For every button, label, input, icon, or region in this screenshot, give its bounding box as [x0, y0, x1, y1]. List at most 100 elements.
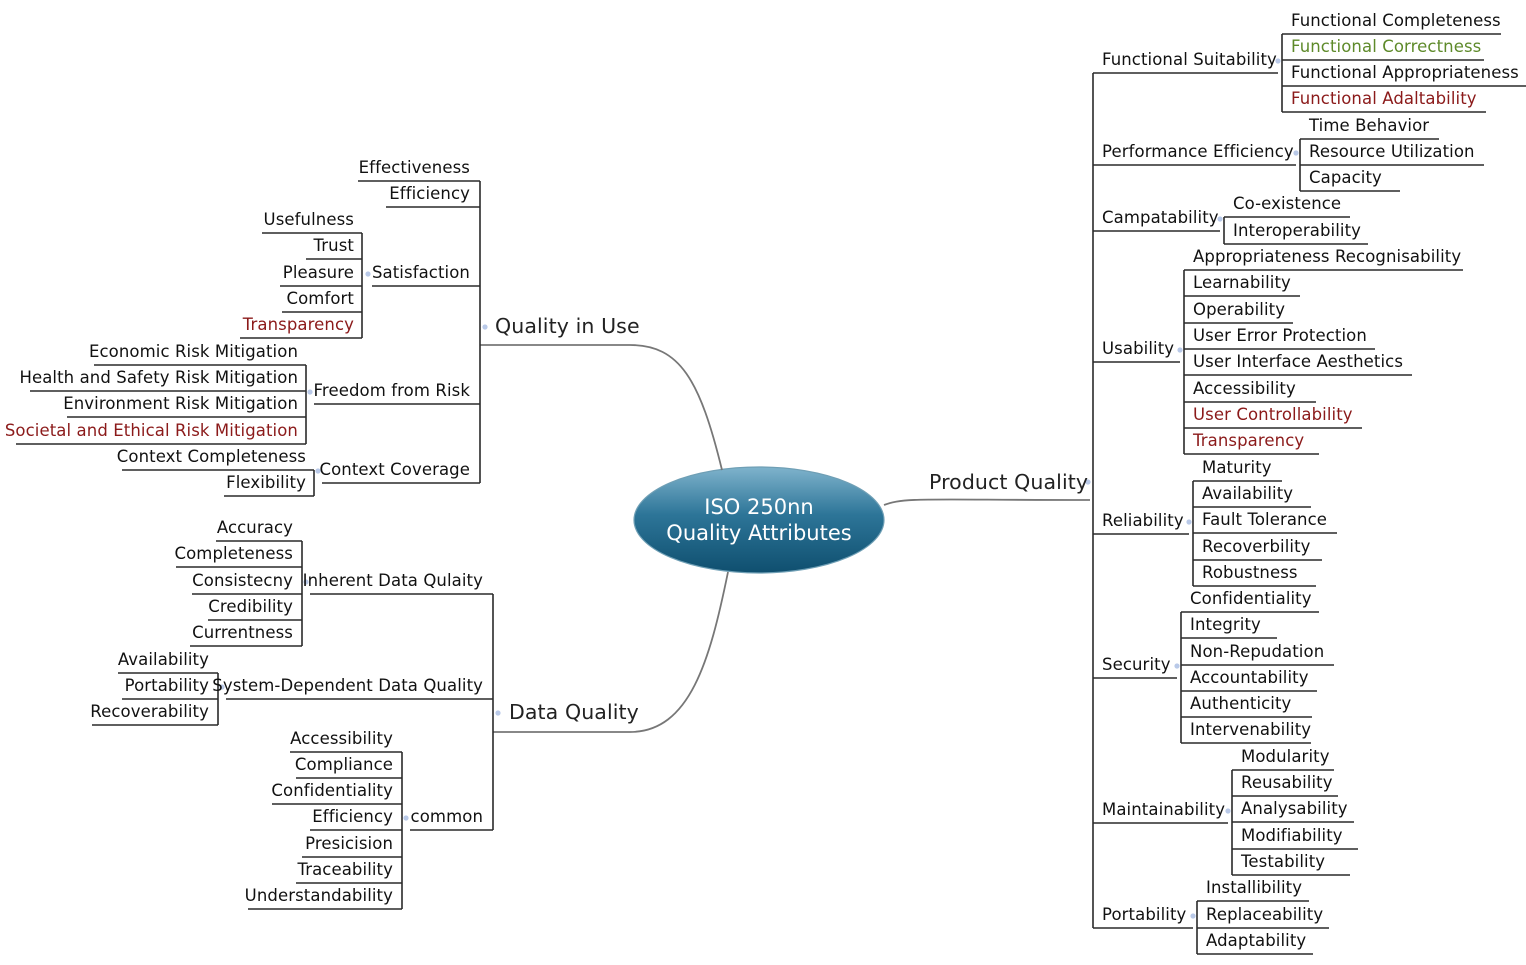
group-context-coverage[interactable]: Context Coverage: [319, 460, 470, 479]
item-environment-risk-mitigation[interactable]: Environment Risk Mitigation: [63, 394, 298, 413]
item-co-existence[interactable]: Co-existence: [1233, 194, 1342, 213]
item-maturity[interactable]: Maturity: [1202, 458, 1272, 477]
item-resource-utilization[interactable]: Resource Utilization: [1309, 142, 1475, 161]
item-health-and-safety-risk-mitigation[interactable]: Health and Safety Risk Mitigation: [19, 368, 298, 387]
item-learnability[interactable]: Learnability: [1193, 273, 1291, 292]
item-accountability[interactable]: Accountability: [1190, 668, 1309, 687]
item-user-controllability[interactable]: User Controllability: [1193, 405, 1353, 424]
curve-quality-in-use: [480, 344, 723, 471]
item-functional-completeness[interactable]: Functional Completeness: [1291, 11, 1501, 30]
item-transparency[interactable]: Transparency: [1193, 431, 1305, 450]
item-analysability[interactable]: Analysability: [1241, 799, 1348, 818]
group-security[interactable]: Security: [1102, 655, 1171, 674]
group-satisfaction[interactable]: Satisfaction: [371, 263, 470, 282]
junction-dot: [482, 324, 488, 330]
item-functional-adaltability[interactable]: Functional Adaltability: [1291, 89, 1477, 108]
group-reliability[interactable]: Reliability: [1102, 511, 1184, 530]
center-ellipse: [633, 466, 885, 574]
item-completeness[interactable]: Completeness: [174, 544, 293, 563]
group-performance-efficiency[interactable]: Performance Efficiency: [1102, 142, 1294, 161]
item-compliance[interactable]: Compliance: [294, 755, 393, 774]
item-availability[interactable]: Availability: [1202, 484, 1294, 503]
item-time-behavior[interactable]: Time Behavior: [1309, 116, 1430, 135]
item-pleasure[interactable]: Pleasure: [282, 263, 354, 282]
item-user-error-protection[interactable]: User Error Protection: [1193, 326, 1367, 345]
item-integrity[interactable]: Integrity: [1190, 615, 1261, 634]
group-freedom-from-risk[interactable]: Freedom from Risk: [313, 381, 470, 400]
item-understandability[interactable]: Understandability: [244, 886, 393, 905]
item-appropriateness-recognisability[interactable]: Appropriateness Recognisability: [1193, 247, 1462, 266]
item-replaceability[interactable]: Replaceability: [1206, 905, 1324, 924]
group-system-dependent-data-quality[interactable]: System-Dependent Data Quality: [212, 676, 483, 695]
junction-dot: [1225, 808, 1231, 814]
curve-data-quality: [493, 571, 729, 733]
item-flexibility[interactable]: Flexibility: [226, 473, 306, 492]
junction-dot: [1174, 663, 1180, 669]
group-portability[interactable]: Portability: [1102, 905, 1187, 924]
junction-dot: [315, 468, 321, 474]
item-transparency[interactable]: Transparency: [242, 315, 354, 334]
item-robustness[interactable]: Robustness: [1202, 563, 1298, 582]
item-confidentiality[interactable]: Confidentiality: [1190, 589, 1312, 608]
item-modifiability[interactable]: Modifiability: [1241, 826, 1343, 845]
item-efficiency[interactable]: Efficiency: [312, 807, 393, 826]
group-campatability[interactable]: Campatability: [1102, 208, 1219, 227]
item-economic-risk-mitigation[interactable]: Economic Risk Mitigation: [88, 342, 298, 361]
item-authenticity[interactable]: Authenticity: [1190, 694, 1292, 713]
junction-dot: [307, 389, 313, 395]
branch-product-quality[interactable]: Product Quality: [929, 470, 1089, 494]
item-recoverbility[interactable]: Recoverbility: [1202, 537, 1311, 556]
item-functional-correctness[interactable]: Functional Correctness: [1291, 37, 1482, 56]
item-comfort[interactable]: Comfort: [286, 289, 354, 308]
junction-dot: [1186, 519, 1192, 525]
item-consistecny[interactable]: Consistecny: [192, 571, 293, 590]
item-user-interface-aesthetics[interactable]: User Interface Aesthetics: [1193, 352, 1404, 371]
item-presicision[interactable]: Presicision: [305, 834, 393, 853]
item-fault-tolerance[interactable]: Fault Tolerance: [1202, 510, 1328, 529]
center-topic-line-2: Quality Attributes: [666, 521, 852, 545]
item-portability[interactable]: Portability: [124, 676, 209, 695]
item-accessibility[interactable]: Accessibility: [1193, 379, 1296, 398]
item-context-completeness[interactable]: Context Completeness: [116, 447, 306, 466]
junction-dot: [1293, 150, 1299, 156]
group-usability[interactable]: Usability: [1102, 339, 1175, 358]
junction-dot: [1275, 58, 1281, 64]
item-non-repudation[interactable]: Non-Repudation: [1190, 642, 1325, 661]
group-maintainability[interactable]: Maintainability: [1102, 800, 1226, 819]
item-interoperability[interactable]: Interoperability: [1233, 221, 1362, 240]
junction-dot: [495, 710, 501, 716]
item-availability[interactable]: Availability: [117, 650, 209, 669]
item-trust[interactable]: Trust: [313, 236, 354, 255]
item-traceability[interactable]: Traceability: [297, 860, 393, 879]
item-intervenability[interactable]: Intervenability: [1190, 720, 1312, 739]
item-operability[interactable]: Operability: [1193, 300, 1286, 319]
junction-dot: [303, 579, 309, 585]
branch-data-quality[interactable]: Data Quality: [509, 700, 639, 724]
branch-quality-in-use[interactable]: Quality in Use: [495, 314, 640, 338]
junction-dot: [365, 271, 371, 277]
item-capacity[interactable]: Capacity: [1309, 168, 1382, 187]
group-functional-suitability[interactable]: Functional Suitability: [1102, 50, 1277, 69]
center-topic[interactable]: ISO 250nn Quality Attributes: [633, 466, 885, 574]
group-common[interactable]: common: [410, 807, 483, 826]
item-installibility[interactable]: Installibility: [1206, 878, 1303, 897]
item-societal-and-ethical-risk-mitigation[interactable]: Societal and Ethical Risk Mitigation: [4, 421, 298, 440]
item-reusability[interactable]: Reusability: [1241, 773, 1333, 792]
group-efficiency[interactable]: Efficiency: [389, 184, 470, 203]
item-accuracy[interactable]: Accuracy: [216, 518, 293, 537]
item-accessibility[interactable]: Accessibility: [290, 729, 393, 748]
group-effectiveness[interactable]: Effectiveness: [358, 158, 470, 177]
item-confidentiality[interactable]: Confidentiality: [271, 781, 393, 800]
item-credibility[interactable]: Credibility: [208, 597, 293, 616]
item-functional-appropriateness[interactable]: Functional Appropriateness: [1291, 63, 1519, 82]
junction-dot: [219, 684, 225, 690]
item-adaptability[interactable]: Adaptability: [1206, 931, 1307, 950]
item-modularity[interactable]: Modularity: [1241, 747, 1330, 766]
item-testability[interactable]: Testability: [1241, 852, 1326, 871]
item-recoverability[interactable]: Recoverability: [90, 702, 209, 721]
item-usefulness[interactable]: Usefulness: [263, 210, 354, 229]
group-inherent-data-qulaity[interactable]: Inherent Data Qulaity: [302, 571, 483, 590]
item-currentness[interactable]: Currentness: [192, 623, 293, 642]
